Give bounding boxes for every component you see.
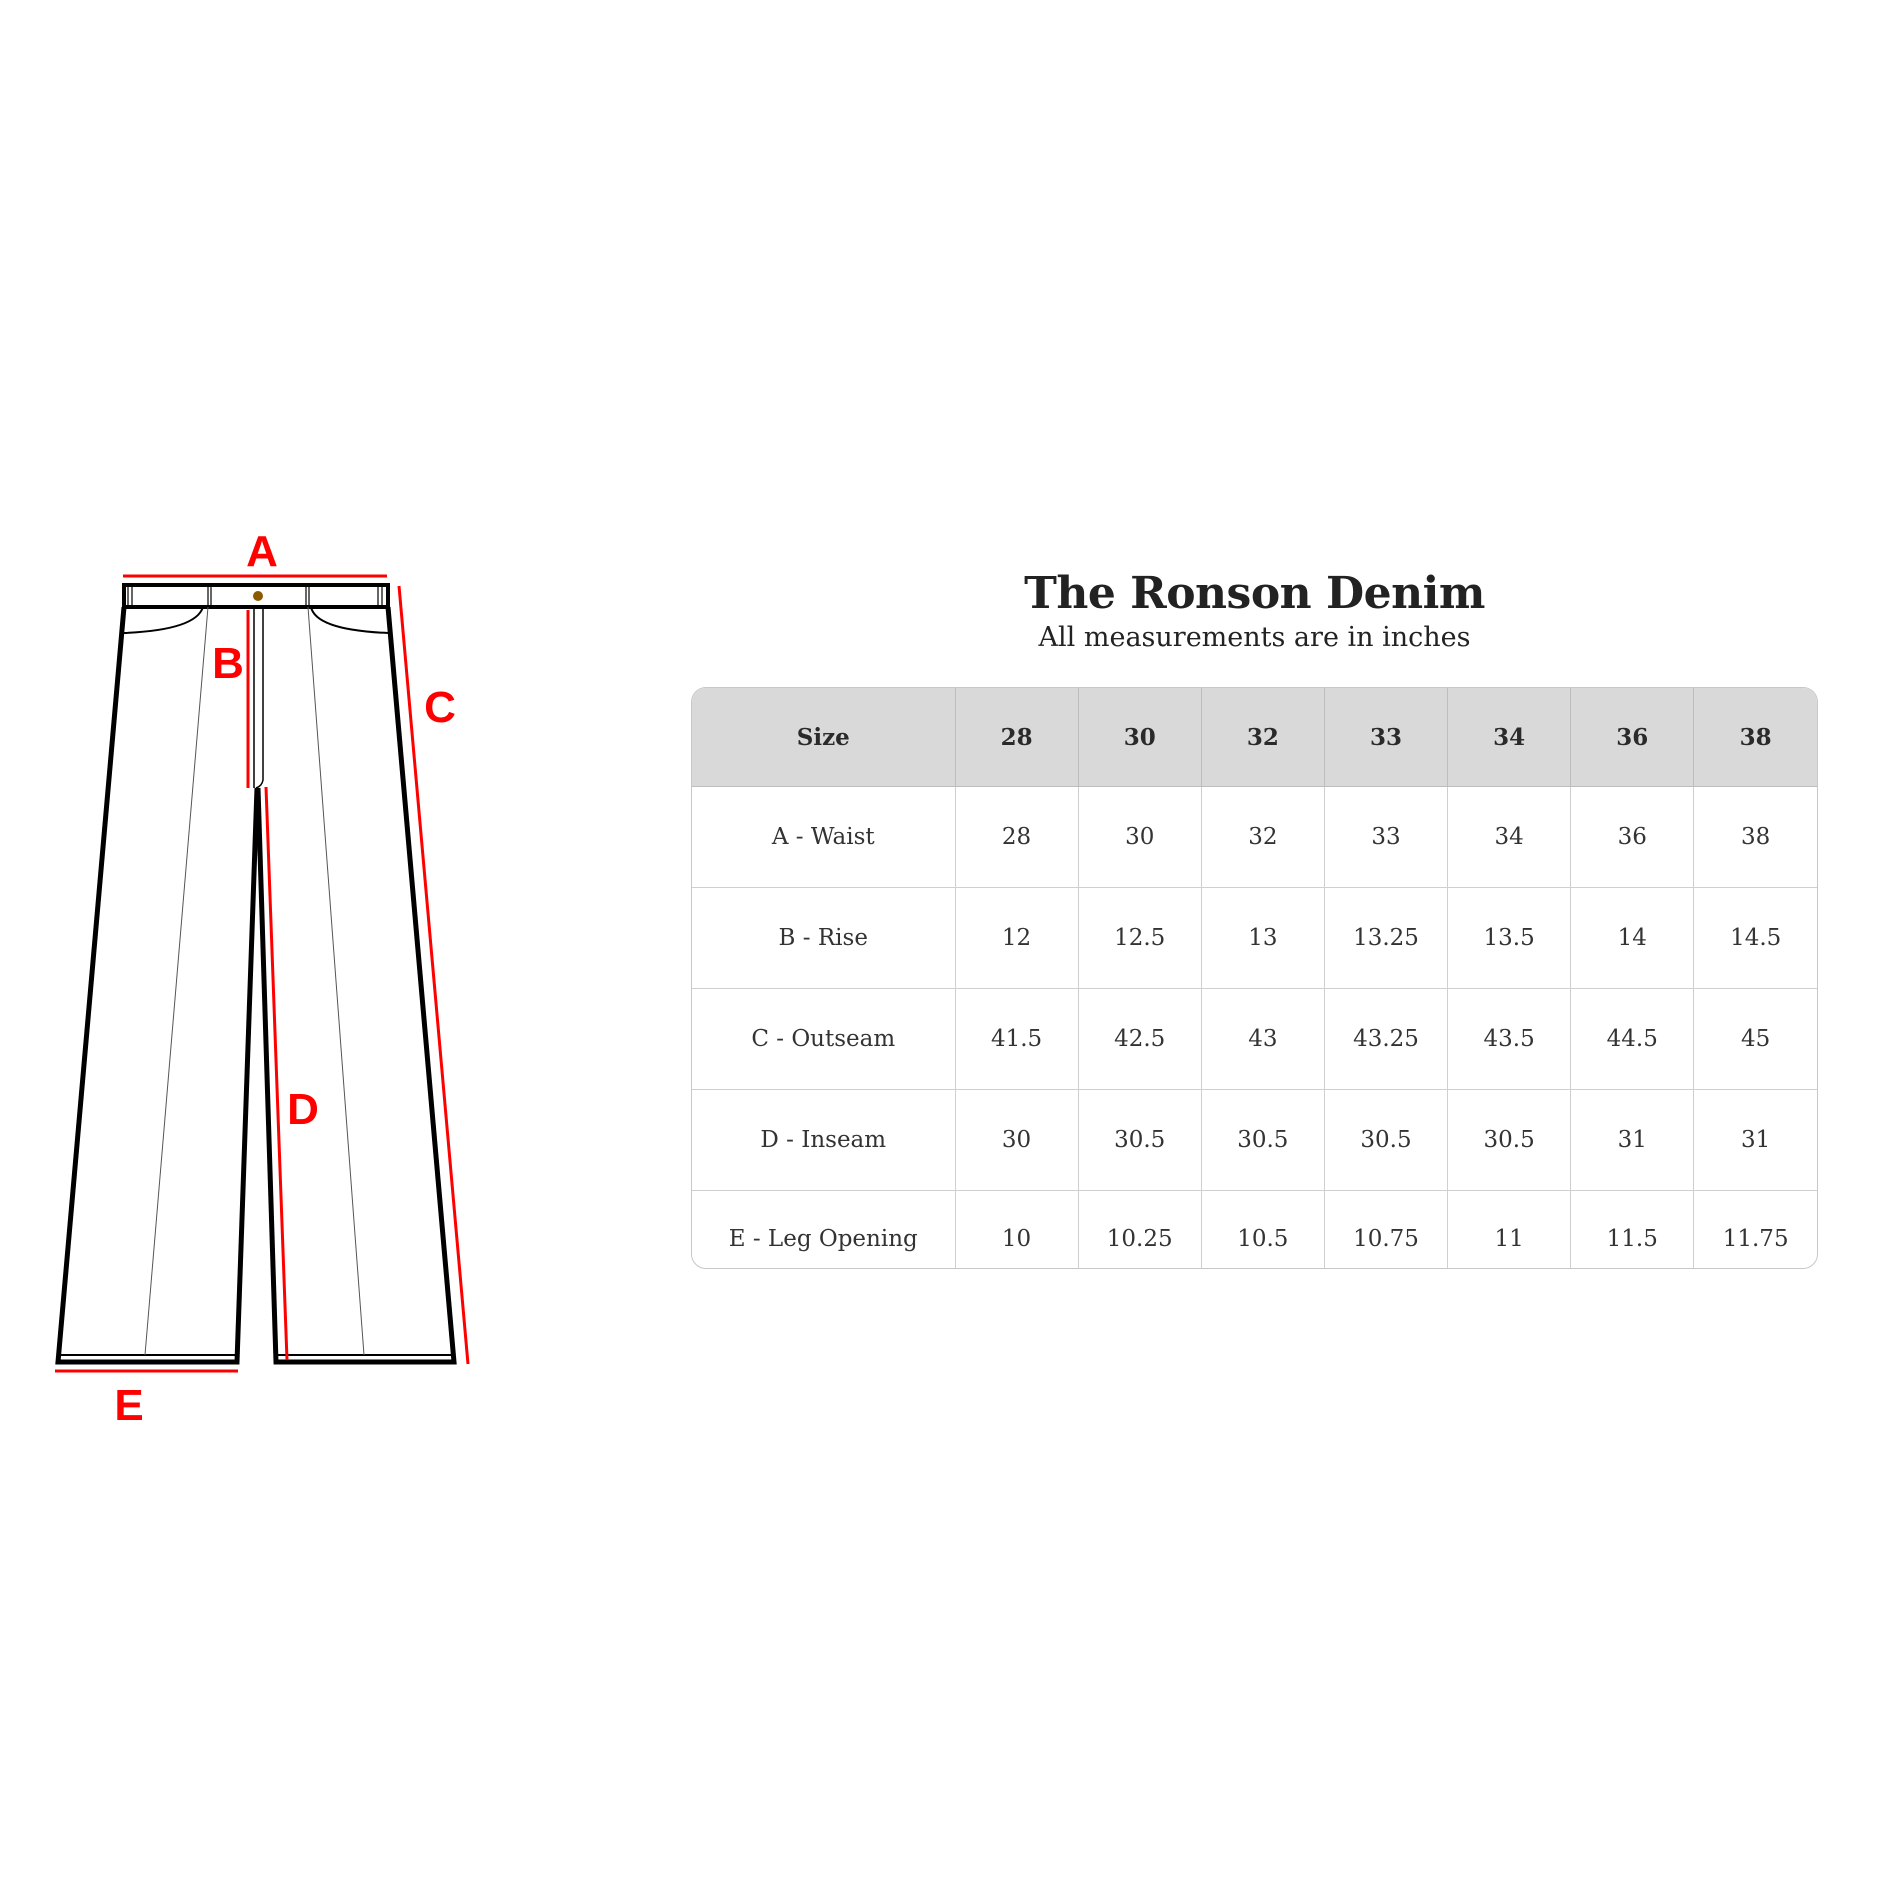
- column-header: 32: [1200, 688, 1325, 787]
- column-header: 36: [1570, 688, 1695, 787]
- row-label: D - Inseam: [692, 1089, 956, 1191]
- table-cell: 11: [1447, 1190, 1572, 1268]
- table-cell: 14.5: [1693, 887, 1817, 989]
- row-label: E - Leg Opening: [692, 1190, 956, 1268]
- table-cell: 11.75: [1693, 1190, 1817, 1268]
- page-title: The Ronson Denim: [1024, 568, 1485, 619]
- table-cell: 28: [954, 786, 1079, 888]
- table-cell: 30.5: [1077, 1089, 1202, 1191]
- table-cell: 38: [1693, 786, 1817, 888]
- table-cell: 10.5: [1200, 1190, 1325, 1268]
- inseam-label: D: [287, 1085, 319, 1134]
- column-header: 28: [954, 688, 1079, 787]
- column-header: 30: [1077, 688, 1202, 787]
- outseam-line: [397, 585, 470, 1365]
- table-cell: 45: [1693, 988, 1817, 1090]
- table-cell: 31: [1693, 1089, 1817, 1191]
- outseam-label: C: [424, 683, 456, 732]
- table-cell: 12.5: [1077, 887, 1202, 989]
- inseam-line: [264, 786, 289, 1361]
- page-subtitle: All measurements are in inches: [1038, 622, 1471, 654]
- table-header-row: Size 28 30 32 33 34 36 38: [692, 688, 1817, 787]
- table-cell: 13.5: [1447, 887, 1572, 989]
- table-cell: 30: [954, 1089, 1079, 1191]
- table-row: B - Rise 12 12.5 13 13.25 13.5 14 14.5: [692, 887, 1817, 989]
- leg-opening-label: E: [114, 1381, 144, 1430]
- table-row: D - Inseam 30 30.5 30.5 30.5 30.5 31 31: [692, 1089, 1817, 1191]
- table-cell: 13.25: [1323, 887, 1449, 989]
- button-icon: [253, 591, 263, 601]
- table-cell: 12: [954, 887, 1079, 989]
- column-header: 33: [1323, 688, 1449, 787]
- table-cell: 10.25: [1077, 1190, 1202, 1268]
- table-cell: 44.5: [1570, 988, 1695, 1090]
- table-cell: 13: [1200, 887, 1325, 989]
- pants-measurement-diagram: A B C D E: [0, 0, 520, 1892]
- table-row: E - Leg Opening 10 10.25 10.5 10.75 11 1…: [692, 1190, 1817, 1268]
- table-cell: 10.75: [1323, 1190, 1449, 1268]
- table-cell: 10: [954, 1190, 1079, 1268]
- waist-label: A: [246, 527, 278, 576]
- table-cell: 30.5: [1200, 1089, 1325, 1191]
- table-cell: 30.5: [1447, 1089, 1572, 1191]
- table-cell: 34: [1447, 786, 1572, 888]
- table-cell: 43: [1200, 988, 1325, 1090]
- size-chart-table: Size 28 30 32 33 34 36 38 A - Waist 28 3…: [691, 687, 1818, 1269]
- column-header: 34: [1447, 688, 1572, 787]
- table-cell: 42.5: [1077, 988, 1202, 1090]
- row-label: C - Outseam: [692, 988, 956, 1090]
- table-row: C - Outseam 41.5 42.5 43 43.25 43.5 44.5…: [692, 988, 1817, 1090]
- measurement-lines: [55, 574, 470, 1373]
- pants-illustration: [55, 574, 470, 1373]
- row-label: A - Waist: [692, 786, 956, 888]
- size-chart-header: The Ronson Denim All measurements are in…: [691, 568, 1818, 655]
- pants-outline: [55, 583, 457, 1365]
- table-cell: 41.5: [954, 988, 1079, 1090]
- column-header-size: Size: [692, 688, 956, 787]
- table-row: A - Waist 28 30 32 33 34 36 38: [692, 786, 1817, 888]
- table-cell: 43.25: [1323, 988, 1449, 1090]
- table-cell: 43.5: [1447, 988, 1572, 1090]
- table-cell: 36: [1570, 786, 1695, 888]
- table-cell: 30.5: [1323, 1089, 1449, 1191]
- table-cell: 30: [1077, 786, 1202, 888]
- table-cell: 32: [1200, 786, 1325, 888]
- rise-label: B: [212, 639, 244, 688]
- table-cell: 33: [1323, 786, 1449, 888]
- table-cell: 14: [1570, 887, 1695, 989]
- table-cell: 11.5: [1570, 1190, 1695, 1268]
- table-cell: 31: [1570, 1089, 1695, 1191]
- row-label: B - Rise: [692, 887, 956, 989]
- column-header: 38: [1693, 688, 1817, 787]
